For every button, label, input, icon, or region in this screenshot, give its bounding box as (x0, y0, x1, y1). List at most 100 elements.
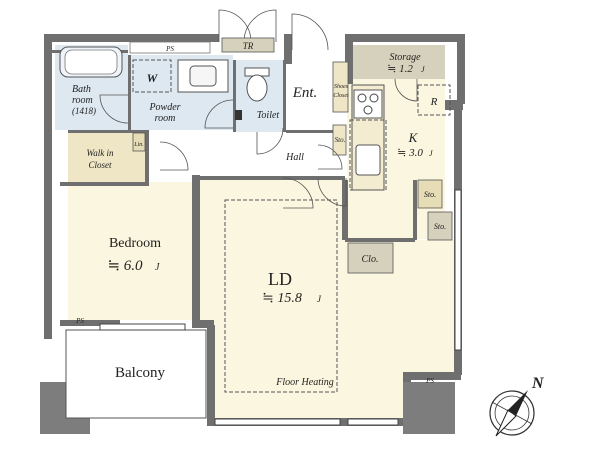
toilet-door (256, 127, 284, 155)
walk-in-closet-label: Closet (88, 160, 112, 170)
window (347, 418, 399, 426)
toilet-label: Toilet (257, 110, 280, 121)
ld-fill (200, 180, 455, 418)
wall (403, 372, 461, 380)
wall (60, 320, 120, 326)
trunk-room-box (221, 37, 275, 53)
entrance-label: Ent. (292, 85, 318, 101)
fridge-box (417, 84, 451, 116)
linen-label: Lin. (133, 142, 144, 148)
entry-door (291, 13, 329, 51)
washer-box (132, 59, 172, 93)
sink (189, 65, 217, 87)
ld-windows (214, 189, 462, 426)
wall (145, 130, 149, 186)
column (403, 382, 455, 434)
powder-label: room (155, 113, 176, 124)
bedroom-label: Bedroom (109, 236, 161, 251)
entrance-door (218, 9, 252, 43)
markers: TR PS PS PS (75, 37, 434, 385)
floor-heating-label: Floor Heating (275, 377, 334, 388)
wall (345, 34, 465, 42)
wall (342, 180, 348, 240)
compass-axis (491, 401, 533, 425)
bath-fixtures (59, 46, 270, 152)
linen-cabinet (132, 132, 146, 152)
doors (99, 9, 418, 209)
balcony-label: Balcony (115, 365, 165, 381)
storage-small-label: Sto. (424, 190, 436, 199)
wall (200, 176, 345, 180)
compass-north-label: N (531, 375, 545, 392)
bedroom-size: ≒ 6.0 (107, 258, 143, 274)
closet-label: Clo. (362, 254, 379, 265)
wall (44, 34, 52, 339)
storage-size: ≒ 1.2 (387, 63, 413, 75)
bath-label: Bath (72, 84, 91, 95)
kitchen-size: ≒ 3.0 (397, 147, 423, 159)
pipe-space-label: PS (165, 45, 174, 53)
vanity (177, 59, 229, 93)
wall (284, 34, 292, 64)
kitchen-door (317, 144, 343, 170)
floor-heating-outline (224, 199, 338, 393)
counter-outline (349, 119, 387, 191)
wall (457, 34, 465, 104)
bath-size: (1418) (72, 106, 96, 116)
window (454, 189, 462, 351)
burner (369, 93, 379, 103)
storage-fill (352, 45, 445, 79)
wall (60, 182, 148, 186)
compass-ring (489, 390, 535, 436)
storage-door (394, 78, 418, 102)
wall (44, 34, 219, 42)
compass-ring (494, 395, 530, 431)
pipe-space-box (129, 41, 211, 54)
balcony-floor (65, 329, 207, 419)
wall (192, 320, 214, 328)
closet-door (159, 141, 189, 171)
wall (286, 130, 346, 133)
storage-k1-box (417, 179, 443, 209)
storage-label: Storage (389, 52, 421, 63)
hall-label: Hall (285, 152, 304, 163)
wall (283, 60, 286, 132)
shoes-closet-box (332, 61, 349, 113)
burner (357, 93, 367, 103)
kitchen-unit: J (429, 149, 433, 158)
powder-door (204, 99, 234, 129)
kitchen-sink (355, 144, 381, 176)
ld-door (317, 177, 347, 207)
powder-label: Powder (148, 102, 180, 113)
wall (445, 100, 463, 110)
balcony-window (99, 323, 186, 331)
walk-in-closet-label: Walk in (87, 148, 114, 158)
window (214, 418, 341, 426)
shoes-closet-label: Shoes (334, 84, 349, 90)
ld-unit: J (317, 294, 322, 304)
storage-small-label: Sto. (335, 136, 346, 144)
burner (363, 105, 373, 115)
storage-unit: J (421, 65, 425, 74)
balcony-area (65, 323, 207, 419)
bathtub-inner (64, 49, 118, 75)
compass: N (489, 375, 545, 437)
refrigerator-label: R (430, 96, 438, 108)
compass-needle-north (508, 390, 528, 416)
wall (192, 175, 200, 327)
room-labels: Bath room (1418) W Powder room Toilet En… (72, 52, 446, 388)
entrance-door (243, 9, 277, 43)
storage-small-label: Sto. (434, 222, 446, 231)
washer-label: W (147, 71, 159, 85)
hall-door (282, 177, 314, 209)
wall (207, 325, 215, 425)
storage-k2-box (427, 211, 453, 241)
shoes-closet-label: Closet (333, 93, 349, 99)
toilet-paper (235, 110, 242, 120)
wall (345, 34, 353, 84)
trunk-room-label: TR (243, 41, 254, 51)
bedroom-fill (68, 182, 198, 320)
bedroom-unit: J (155, 262, 160, 273)
bath-label: room (72, 95, 93, 106)
